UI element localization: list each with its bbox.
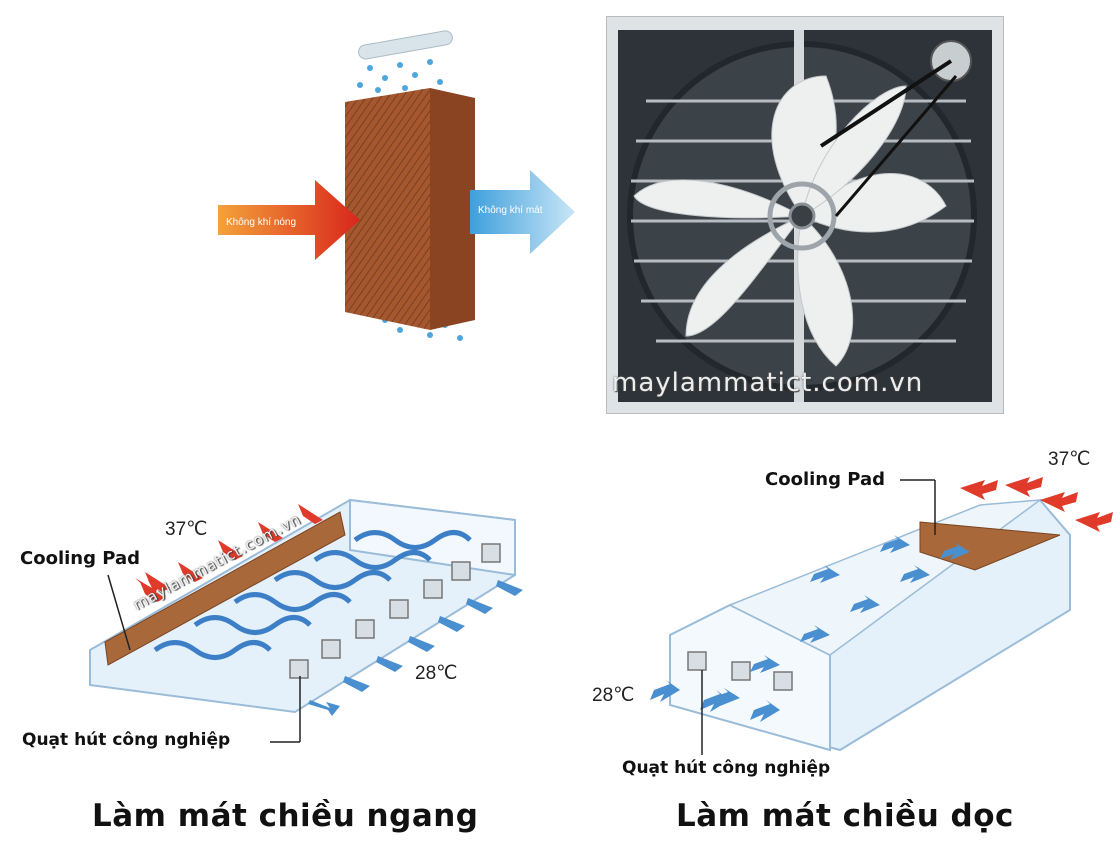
cooling-pad-label: Cooling Pad xyxy=(765,469,885,490)
temp-in-label: 37℃ xyxy=(1048,449,1091,470)
fan-hub xyxy=(788,202,816,230)
fan-watermark: maylammatict.com.vn xyxy=(612,368,924,398)
cooling-pad-illustration: Không khí nóng Không khí mát xyxy=(200,20,590,350)
temp-out-label: 28℃ xyxy=(415,663,458,684)
cool-air-label: Không khí mát xyxy=(478,205,543,216)
pad-side xyxy=(430,88,475,330)
hot-air-label: Không khí nóng xyxy=(226,217,297,228)
fan-label: Quạt hút công nghiệp xyxy=(622,758,831,778)
exhaust-arrows xyxy=(308,580,523,716)
exhaust-arrows xyxy=(650,680,780,722)
vertical-caption: Làm mát chiều dọc xyxy=(676,798,1014,834)
hot-air-arrows xyxy=(135,504,323,602)
fan-belt xyxy=(819,59,953,148)
pad-leader-line xyxy=(107,574,131,651)
airflow-waves xyxy=(153,530,472,660)
temp-in-label: 37℃ xyxy=(165,519,208,540)
fan-hub-ring xyxy=(767,181,837,251)
wall-fans xyxy=(289,543,501,679)
horizontal-diagram-svg xyxy=(89,498,523,743)
fan-svg xyxy=(606,16,1004,414)
pad-front xyxy=(345,88,430,330)
hot-air-arrows xyxy=(960,477,1113,532)
horizontal-cooling-diagram: Cooling Pad 37℃ 28℃ Quạt hút công nghiệp… xyxy=(0,480,560,760)
cooling-pad-svg xyxy=(218,30,575,341)
industrial-fan-photo: maylammatict.com.vn xyxy=(606,16,1004,414)
fan-label: Quạt hút công nghiệp xyxy=(22,730,231,750)
vertical-diagram-svg xyxy=(650,477,1113,755)
temp-out-label: 28℃ xyxy=(592,685,635,706)
fan-blades xyxy=(633,75,947,367)
cool-air-arrow xyxy=(470,170,575,254)
water-pipe xyxy=(358,30,453,60)
horizontal-caption: Làm mát chiều ngang xyxy=(92,798,479,834)
vertical-cooling-diagram: Cooling Pad 37℃ 28℃ Quạt hút công nghiệp xyxy=(580,440,1120,790)
cooling-pad-label: Cooling Pad xyxy=(20,548,140,569)
pad-strip xyxy=(104,511,346,666)
hot-air-arrow xyxy=(218,180,360,260)
wall-fans xyxy=(687,651,793,691)
